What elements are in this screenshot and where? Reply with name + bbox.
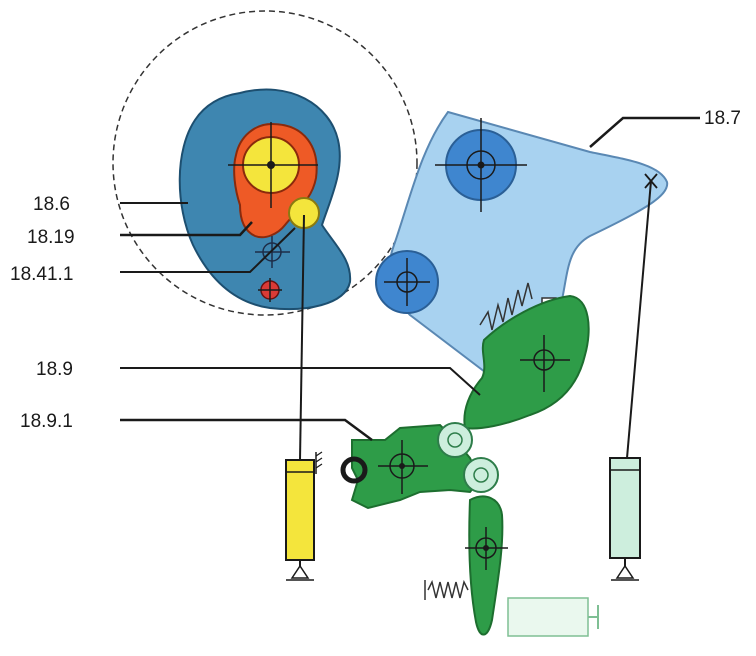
lever-rod bbox=[626, 180, 652, 459]
label-18-9-1: 18.9.1 bbox=[20, 411, 73, 432]
label-18-9: 18.9 bbox=[36, 359, 73, 380]
label-18-41-1: 18.41.1 bbox=[10, 264, 73, 285]
roller-upper bbox=[437, 422, 473, 458]
leader-18-9-1 bbox=[120, 418, 373, 442]
latch-18-9 bbox=[463, 294, 590, 430]
release-actuator bbox=[507, 597, 589, 637]
cam-sweep-circle bbox=[112, 10, 418, 316]
roller-lower bbox=[463, 457, 499, 493]
label-18-19: 18.19 bbox=[27, 227, 75, 248]
leader-18-9 bbox=[120, 367, 481, 396]
leader-18-41-1 bbox=[120, 227, 296, 273]
leader-18-7 bbox=[589, 116, 700, 148]
trip-arm-spring bbox=[427, 579, 469, 599]
yellow-damper bbox=[285, 459, 315, 561]
pale-damper bbox=[609, 457, 641, 559]
label-18-7: 18.7 bbox=[704, 108, 741, 129]
lever-spring bbox=[479, 282, 533, 331]
label-18-6: 18.6 bbox=[33, 194, 70, 215]
leader-18-19 bbox=[120, 221, 253, 237]
stop-ring bbox=[340, 456, 368, 484]
